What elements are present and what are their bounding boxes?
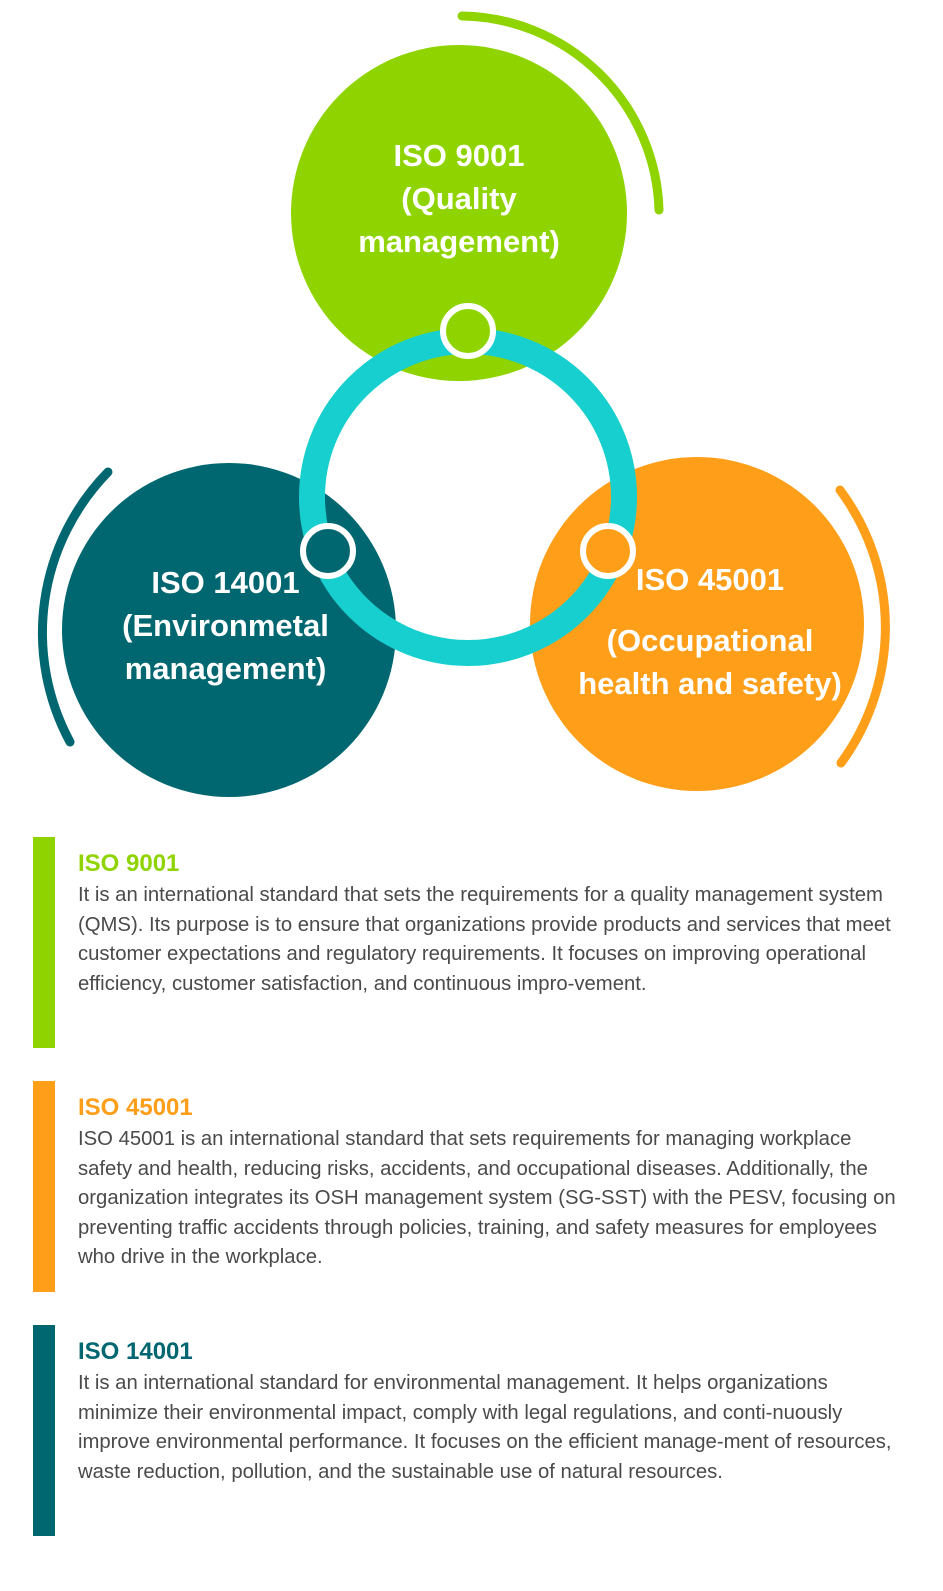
environment-label-line3: management) <box>124 651 327 686</box>
iso-diagram <box>37 11 890 797</box>
section-iso-9001: ISO 9001 It is an international standard… <box>33 837 913 1048</box>
environment-outer-arc <box>37 467 113 747</box>
safety-label: ISO 45001 (Occupational health and safet… <box>555 558 865 705</box>
section-accent-bar <box>33 1081 55 1292</box>
safety-outer-arc <box>835 485 890 768</box>
section-description: ISO 45001 is an international standard t… <box>78 1128 896 1268</box>
quality-label-line2: (Quality <box>401 181 517 216</box>
quality-label-line3: management) <box>358 224 560 259</box>
safety-label-line3: health and safety) <box>578 666 842 701</box>
section-description: It is an international standard for envi… <box>78 1372 892 1483</box>
quality-circle <box>291 45 627 381</box>
environment-label: ISO 14001 (Environmetal management) <box>73 561 378 690</box>
section-iso-45001: ISO 45001 ISO 45001 is an international … <box>33 1081 913 1292</box>
section-accent-bar <box>33 1325 55 1536</box>
quality-outer-arc <box>457 11 664 215</box>
safety-label-line2: (Occupational <box>606 623 814 658</box>
environment-label-line1: ISO 14001 <box>151 565 300 600</box>
safety-node <box>580 523 636 579</box>
quality-label-line1: ISO 9001 <box>393 138 525 173</box>
section-iso-14001: ISO 14001 It is an international standar… <box>33 1325 913 1536</box>
section-description: It is an international standard that set… <box>78 884 891 995</box>
safety-label-line1: ISO 45001 <box>635 562 785 597</box>
section-title: ISO 9001 <box>78 850 180 877</box>
environment-label-line2: (Environmetal <box>122 608 329 643</box>
section-title: ISO 45001 <box>78 1094 193 1121</box>
section-title: ISO 14001 <box>78 1338 193 1365</box>
section-accent-bar <box>33 837 55 1048</box>
quality-node <box>440 303 496 359</box>
quality-label: ISO 9001 (Quality management) <box>309 134 609 263</box>
environment-node <box>300 523 356 579</box>
